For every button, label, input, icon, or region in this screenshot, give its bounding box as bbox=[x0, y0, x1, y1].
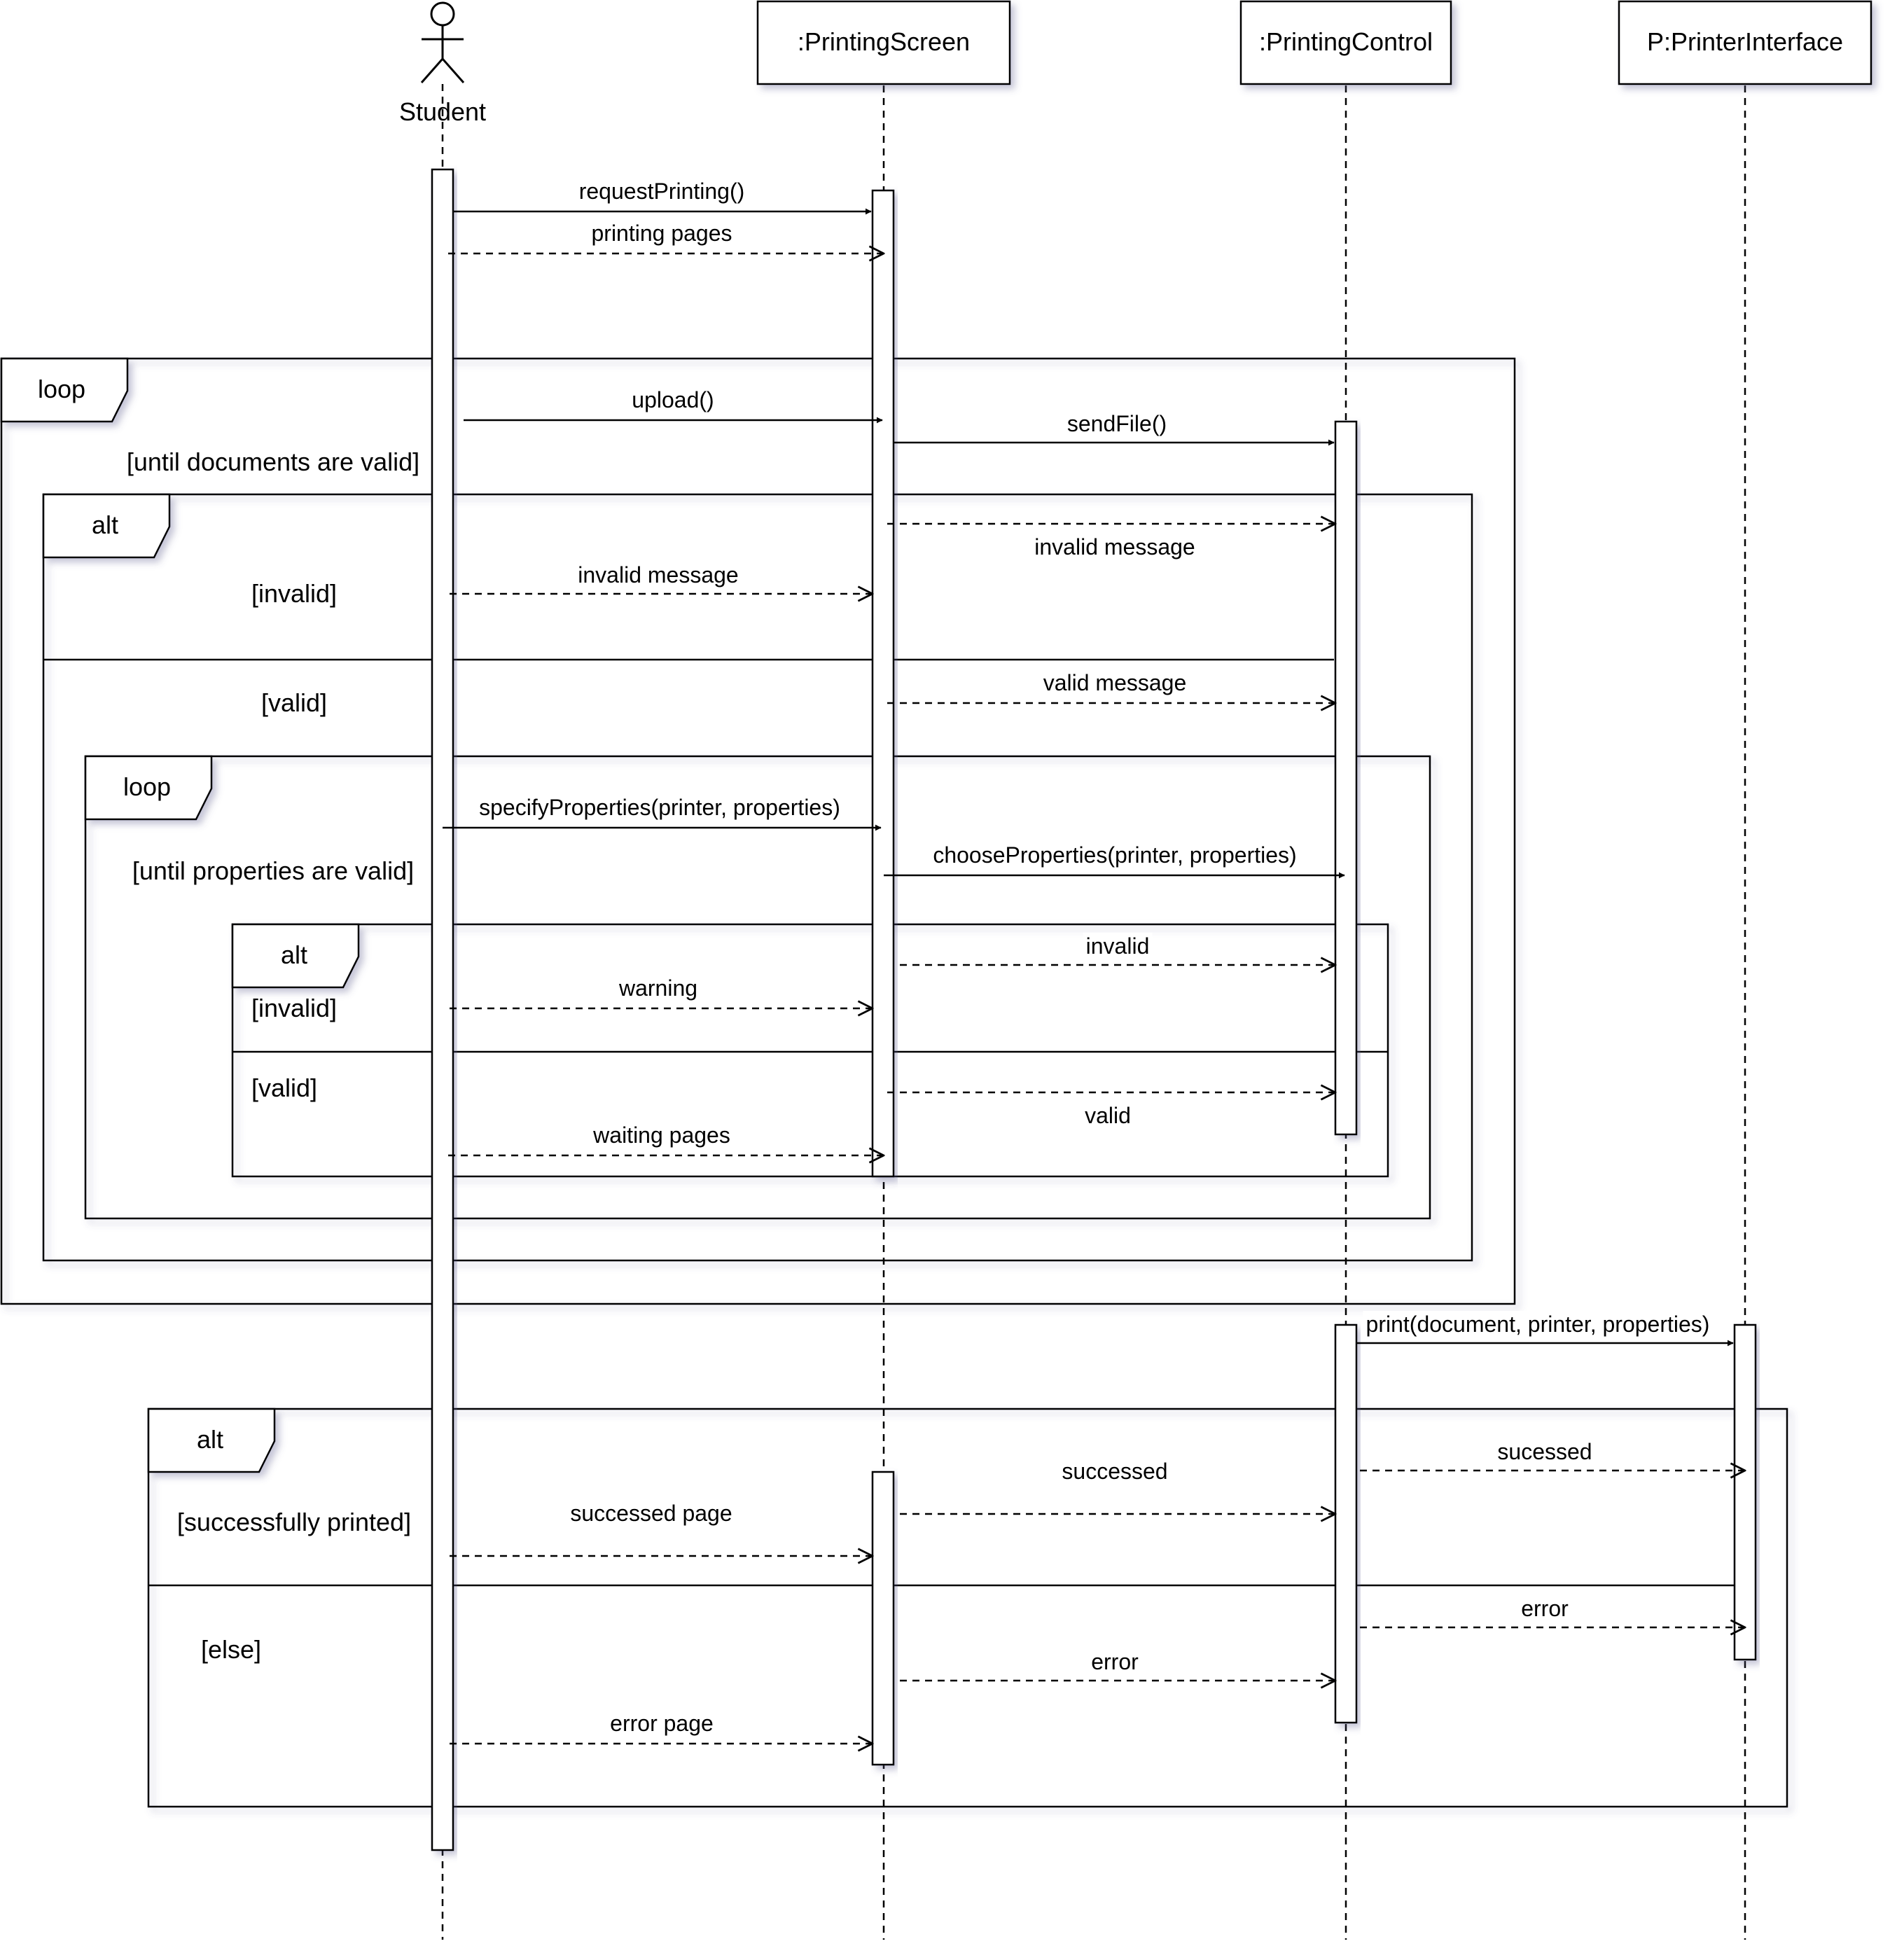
loop-frame-documents-keyword: loop bbox=[38, 375, 85, 403]
send-file-label: sendFile() bbox=[1067, 411, 1167, 436]
valid-properties-label: valid bbox=[1085, 1103, 1131, 1128]
sucessed-label: sucessed bbox=[1497, 1439, 1592, 1464]
message-label-background bbox=[930, 842, 1300, 868]
error-page-label: error page bbox=[610, 1711, 714, 1736]
message-label-background bbox=[576, 178, 748, 204]
message-label-background bbox=[607, 1710, 716, 1737]
alt-frame-print-result bbox=[147, 1408, 1788, 1808]
message-label-background bbox=[1031, 534, 1198, 560]
alt-frame-properties-keyword: alt bbox=[281, 940, 307, 969]
message-label-background bbox=[1040, 669, 1190, 696]
message-label-background bbox=[1059, 1458, 1171, 1485]
printing-control-activation-1 bbox=[1334, 420, 1358, 1136]
alt-frame-print-result-guard-success: [successfully printed] bbox=[177, 1508, 411, 1536]
waiting-pages-label: waiting pages bbox=[592, 1123, 730, 1148]
warning-label: warning bbox=[618, 975, 697, 1001]
printing-screen-activation-1 bbox=[871, 189, 895, 1178]
alt-frame-documents-guard-invalid: [invalid] bbox=[251, 579, 337, 608]
invalid-message-student-label: invalid message bbox=[578, 562, 738, 588]
alt-frame-documents-guard-valid: [valid] bbox=[261, 688, 327, 717]
message-label-background bbox=[615, 975, 701, 1001]
alt-frame-properties-guard-valid: [valid] bbox=[251, 1073, 317, 1102]
alt-frame-properties-guard-invalid: [invalid] bbox=[251, 994, 337, 1022]
student-label: Student bbox=[399, 97, 486, 126]
message-label-background bbox=[575, 562, 742, 588]
alt-frame-properties bbox=[231, 923, 1389, 1178]
alt-frame-print-result-guard-else: [else] bbox=[201, 1635, 261, 1664]
message-label-background bbox=[590, 1122, 733, 1148]
loop-frame-documents-guard: [until documents are valid] bbox=[127, 447, 419, 476]
error-control-label: error bbox=[1091, 1649, 1139, 1674]
alt-frame-documents bbox=[42, 493, 1473, 1262]
loop-frame-properties-keyword: loop bbox=[123, 772, 171, 801]
message-label-background bbox=[1088, 1648, 1142, 1675]
alt-frame-documents-keyword: alt bbox=[92, 510, 118, 539]
invalid-message-ctrl-label: invalid message bbox=[1034, 534, 1195, 559]
message-label-background bbox=[1083, 933, 1153, 959]
upload-label: upload() bbox=[632, 387, 714, 412]
message-label-background bbox=[1363, 1311, 1713, 1337]
printer-interface-label: P:PrinterInterface bbox=[1647, 27, 1843, 56]
message-label-background bbox=[476, 794, 843, 821]
printing-pages-label: printing pages bbox=[591, 221, 732, 246]
successed-page-label: successed page bbox=[570, 1501, 732, 1526]
student-actor-icon bbox=[420, 1, 465, 83]
printing-screen-head bbox=[756, 0, 1011, 85]
printing-control-head bbox=[1239, 0, 1452, 85]
message-label-background bbox=[629, 387, 717, 413]
message-label-background bbox=[588, 220, 735, 246]
valid-message-label: valid message bbox=[1043, 670, 1187, 695]
printing-control-activation-2 bbox=[1334, 1323, 1358, 1724]
printer-interface-head bbox=[1618, 0, 1872, 85]
printing-screen-label: :PrintingScreen bbox=[798, 27, 970, 56]
printing-screen-activation-2 bbox=[871, 1471, 895, 1766]
message-label-background bbox=[1064, 410, 1170, 437]
invalid-properties-label: invalid bbox=[1086, 933, 1150, 959]
loop-frame-properties-guard: [until properties are valid] bbox=[132, 856, 414, 885]
loop-frame-properties bbox=[84, 755, 1431, 1220]
message-label-background bbox=[1082, 1102, 1134, 1129]
print-label: print(document, printer, properties) bbox=[1366, 1312, 1710, 1337]
message-label-background bbox=[1494, 1438, 1595, 1465]
request-printing-label: requestPrinting() bbox=[579, 179, 745, 204]
student-activation bbox=[431, 168, 454, 1851]
error-printer-label: error bbox=[1521, 1596, 1569, 1621]
alt-frame-print-result-keyword: alt bbox=[197, 1425, 223, 1454]
printer-interface-activation bbox=[1733, 1323, 1757, 1661]
message-label-background bbox=[1518, 1595, 1572, 1622]
printing-control-label: :PrintingControl bbox=[1259, 27, 1433, 56]
message-label-background bbox=[567, 1500, 735, 1527]
choose-properties-label: chooseProperties(printer, properties) bbox=[933, 842, 1296, 868]
successed-label: successed bbox=[1062, 1459, 1167, 1484]
specify-properties-label: specifyProperties(printer, properties) bbox=[479, 795, 840, 820]
loop-frame-documents bbox=[0, 357, 1516, 1305]
